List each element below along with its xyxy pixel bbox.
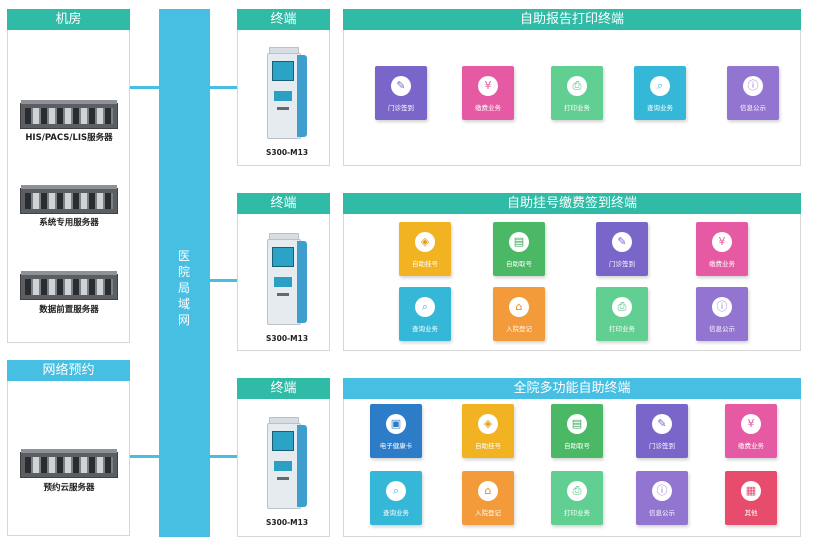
tile-label: 门诊签到: [609, 260, 635, 268]
edit-icon: ✎: [652, 414, 672, 434]
group-header: 自助挂号缴费签到终端: [343, 193, 801, 214]
tile-label: 其他: [744, 509, 758, 517]
tile-label: 入院登记: [475, 509, 501, 517]
terminal-header: 终端: [237, 193, 330, 214]
server-label: HIS/PACS/LIS服务器: [25, 133, 113, 143]
info-board-icon: ⓘ: [743, 76, 763, 96]
printer-icon: ⎙: [567, 76, 587, 96]
connector-line: [130, 455, 159, 458]
printer-icon: ⎙: [612, 297, 632, 317]
home-icon: ⌂: [478, 481, 498, 501]
hospital-lan-backbone: [159, 9, 210, 537]
tile-payment[interactable]: ¥ 缴费业务: [462, 66, 514, 120]
server-cloud-booking: [20, 449, 118, 478]
tile-label: 自助挂号: [475, 442, 501, 450]
tile-edit[interactable]: ✎ 门诊签到: [596, 222, 648, 276]
tile-label: 自助取号: [506, 260, 532, 268]
terminal-header: 终端: [237, 9, 330, 30]
machine-room-header: 机房: [7, 9, 130, 30]
info-board-icon: ⓘ: [712, 297, 732, 317]
kiosk-icon: [261, 231, 307, 325]
tile-label: 缴费业务: [709, 260, 735, 268]
tile-printer[interactable]: ⎙ 打印业务: [551, 471, 603, 525]
tile-search-doc[interactable]: ⌕ 查询业务: [634, 66, 686, 120]
printer-icon: ⎙: [567, 481, 587, 501]
tile-label: 查询业务: [412, 325, 438, 333]
edit-icon: ✎: [391, 76, 411, 96]
server-label: 数据前置服务器: [39, 305, 99, 315]
hospital-lan-label: 医院局域网: [177, 249, 190, 327]
edit-icon: ✎: [612, 232, 632, 252]
home-icon: ⌂: [509, 297, 529, 317]
tile-label: 查询业务: [383, 509, 409, 517]
connector-line: [130, 86, 159, 89]
connector-line: [210, 455, 237, 458]
tile-label: 信息公示: [649, 509, 675, 517]
group-header: 全院多功能自助终端: [343, 378, 801, 399]
tile-info-board[interactable]: ⓘ 信息公示: [636, 471, 688, 525]
tag-icon: ◈: [478, 414, 498, 434]
server-data-frontend: [20, 271, 118, 300]
tile-label: 电子健康卡: [379, 442, 413, 450]
tile-label: 自助取号: [564, 442, 590, 450]
tile-info-board[interactable]: ⓘ 信息公示: [696, 287, 748, 341]
tile-ticket[interactable]: ▤ 自助取号: [551, 404, 603, 458]
connector-line: [210, 279, 237, 282]
tile-payment[interactable]: ¥ 缴费业务: [696, 222, 748, 276]
tile-label: 入院登记: [506, 325, 532, 333]
tile-printer[interactable]: ⎙ 打印业务: [551, 66, 603, 120]
server-label: 预约云服务器: [43, 483, 95, 493]
terminal-model: S300-M13: [266, 148, 309, 157]
tile-payment[interactable]: ¥ 缴费业务: [725, 404, 777, 458]
tile-label: 门诊签到: [388, 104, 414, 112]
tile-label: 查询业务: [647, 104, 673, 112]
search-doc-icon: ⌕: [415, 297, 435, 317]
group-header: 自助报告打印终端: [343, 9, 801, 30]
ticket-icon: ▤: [509, 232, 529, 252]
terminal-model: S300-M13: [266, 334, 309, 343]
tile-label: 门诊签到: [649, 442, 675, 450]
tile-ticket[interactable]: ▤ 自助取号: [493, 222, 545, 276]
payment-icon: ¥: [478, 76, 498, 96]
tile-home[interactable]: ⌂ 入院登记: [462, 471, 514, 525]
search-doc-icon: ⌕: [650, 76, 670, 96]
tile-label: 信息公示: [740, 104, 766, 112]
grid-icon: ▦: [741, 481, 761, 501]
payment-icon: ¥: [741, 414, 761, 434]
tile-info-board[interactable]: ⓘ 信息公示: [727, 66, 779, 120]
tile-tag[interactable]: ◈ 自助挂号: [399, 222, 451, 276]
connector-line: [210, 86, 237, 89]
server-system: [20, 185, 118, 214]
info-board-icon: ⓘ: [652, 481, 672, 501]
kiosk-icon: [261, 415, 307, 509]
network-booking-panel: [7, 360, 130, 536]
tile-grid[interactable]: ▦ 其他: [725, 471, 777, 525]
tile-label: 打印业务: [564, 104, 590, 112]
tile-label: 缴费业务: [738, 442, 764, 450]
tile-label: 打印业务: [564, 509, 590, 517]
tile-label: 信息公示: [709, 325, 735, 333]
tile-label: 打印业务: [609, 325, 635, 333]
card-icon: ▣: [386, 414, 406, 434]
terminal-header: 终端: [237, 378, 330, 399]
tag-icon: ◈: [415, 232, 435, 252]
tile-home[interactable]: ⌂ 入院登记: [493, 287, 545, 341]
network-booking-header: 网络预约: [7, 360, 130, 381]
kiosk-icon: [261, 45, 307, 139]
search-doc-icon: ⌕: [386, 481, 406, 501]
tile-label: 缴费业务: [475, 104, 501, 112]
server-label: 系统专用服务器: [39, 218, 99, 228]
terminal-model: S300-M13: [266, 518, 309, 527]
tile-search-doc[interactable]: ⌕ 查询业务: [399, 287, 451, 341]
tile-tag[interactable]: ◈ 自助挂号: [462, 404, 514, 458]
tile-edit[interactable]: ✎ 门诊签到: [636, 404, 688, 458]
tile-label: 自助挂号: [412, 260, 438, 268]
tile-edit[interactable]: ✎ 门诊签到: [375, 66, 427, 120]
ticket-icon: ▤: [567, 414, 587, 434]
payment-icon: ¥: [712, 232, 732, 252]
server-his-pacs-lis: [20, 100, 118, 129]
tile-card[interactable]: ▣ 电子健康卡: [370, 404, 422, 458]
tile-printer[interactable]: ⎙ 打印业务: [596, 287, 648, 341]
tile-search-doc[interactable]: ⌕ 查询业务: [370, 471, 422, 525]
